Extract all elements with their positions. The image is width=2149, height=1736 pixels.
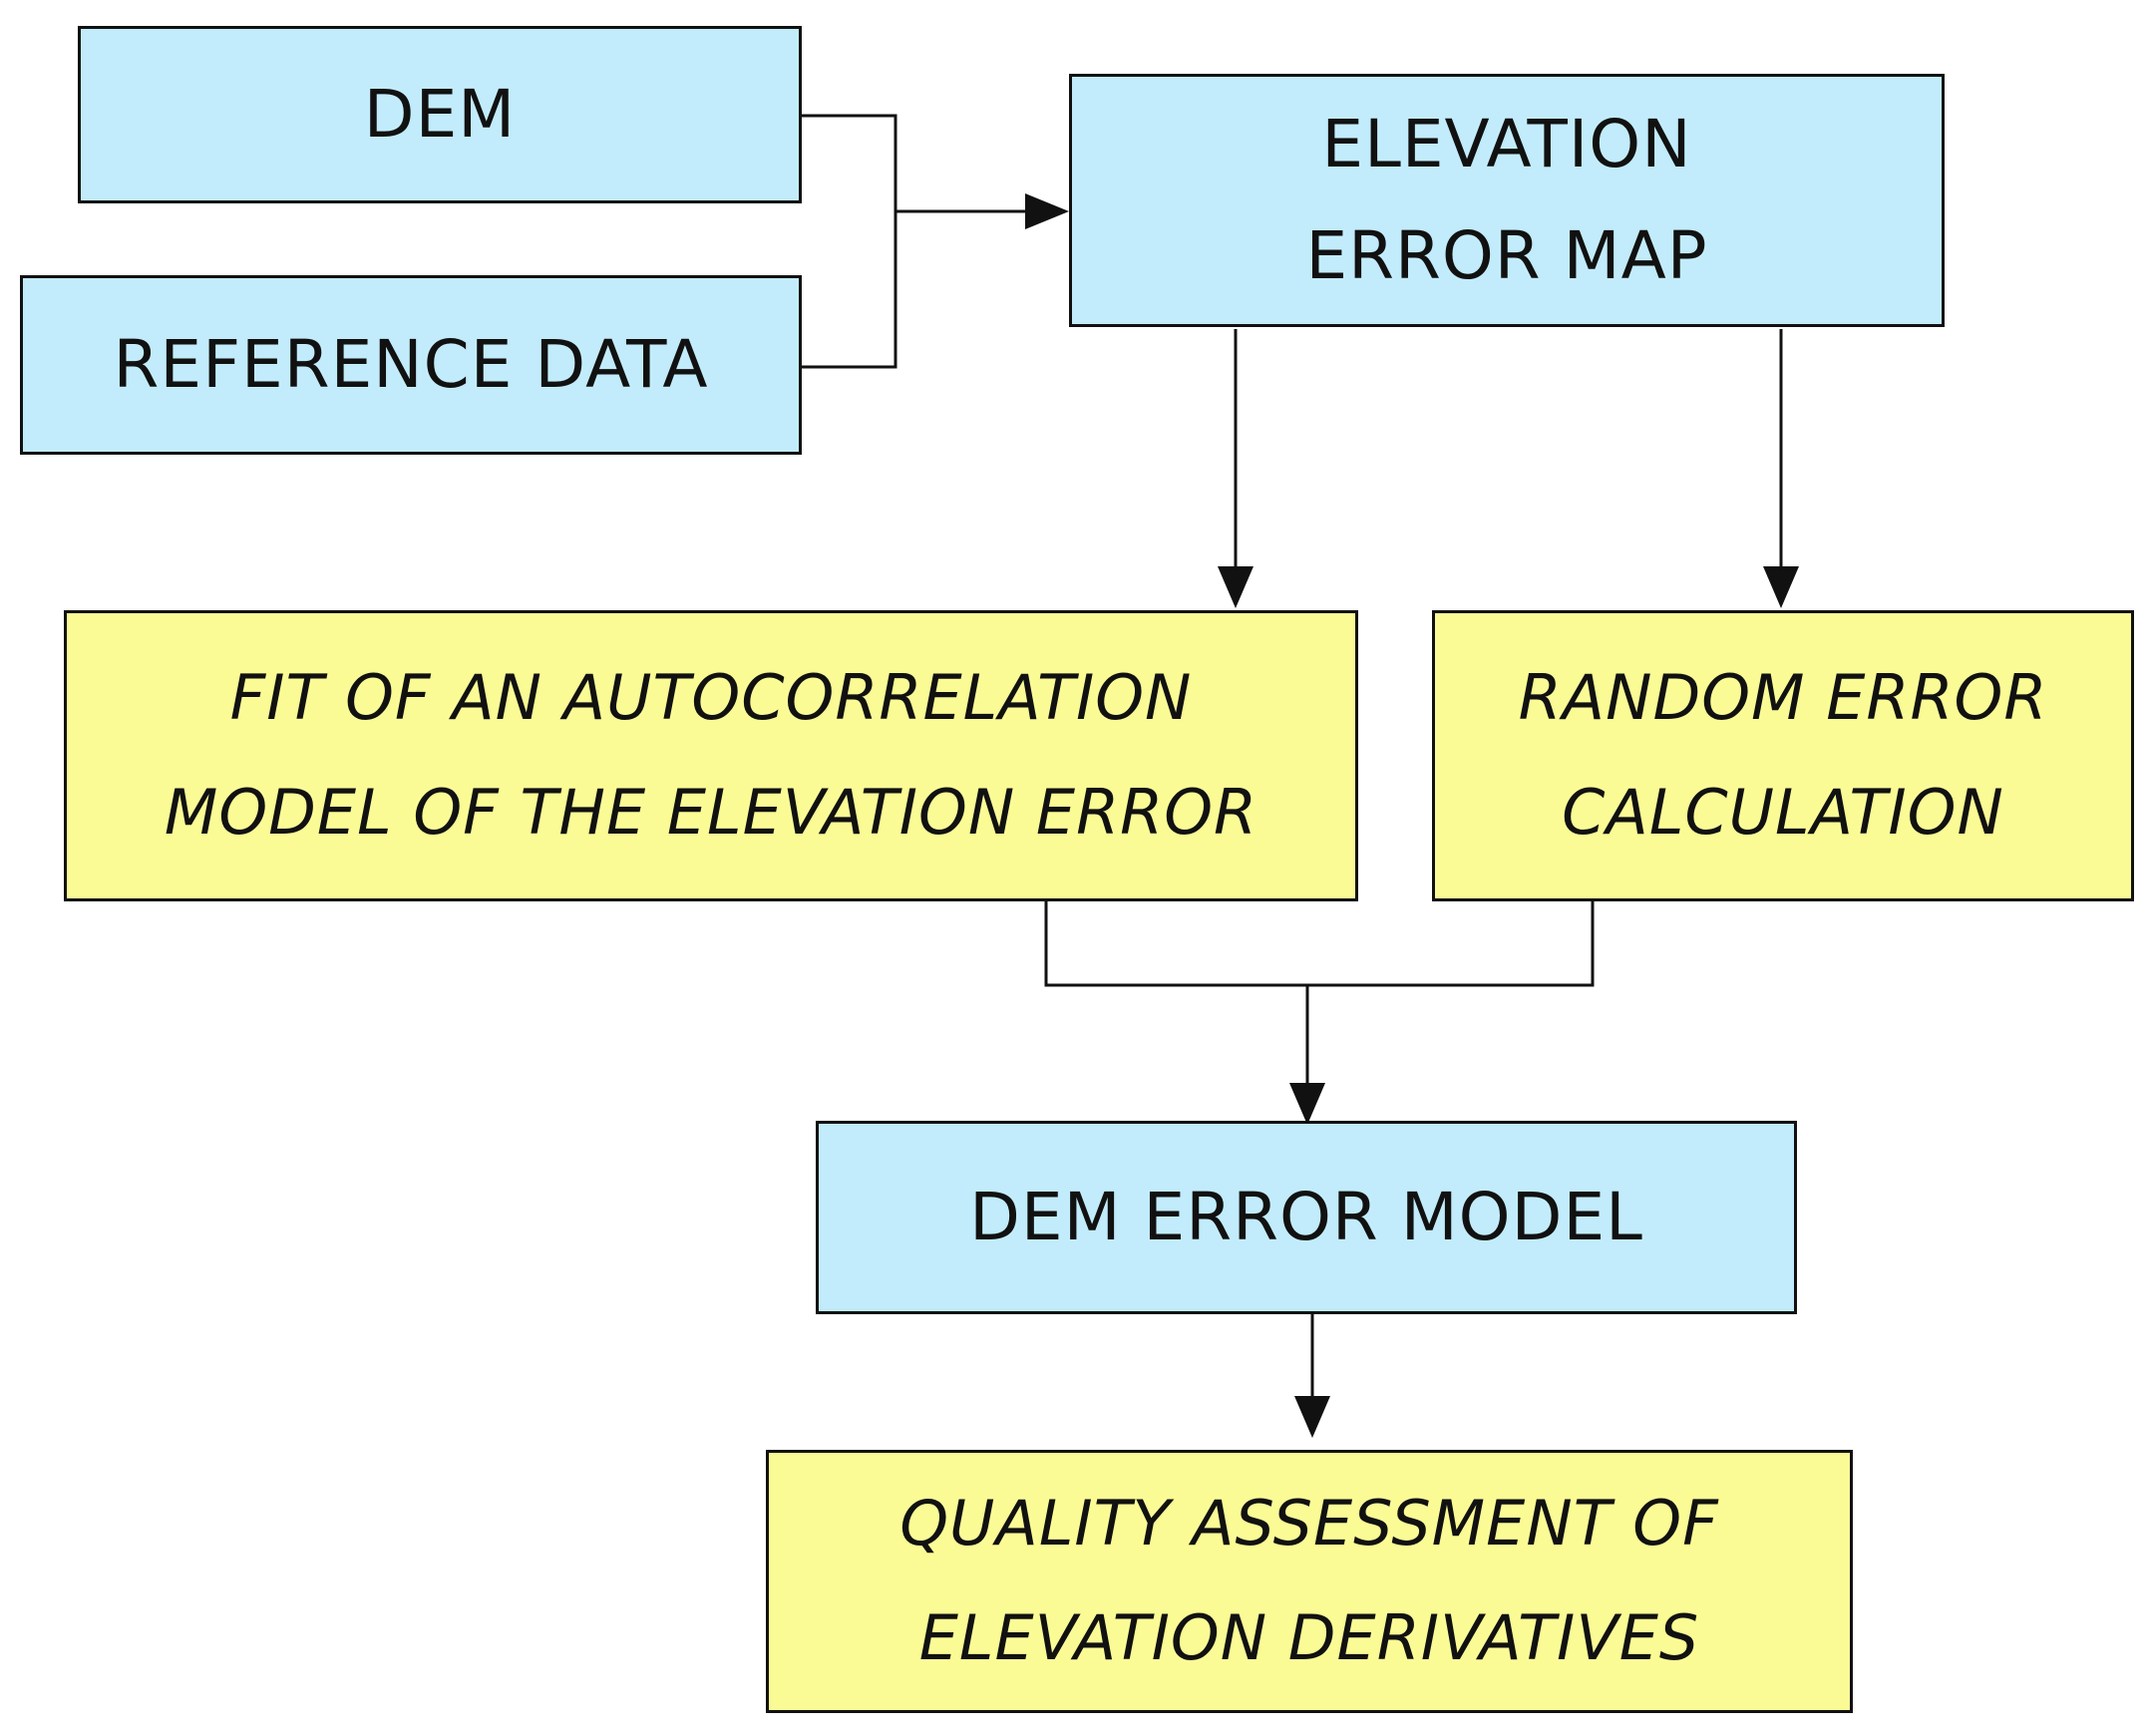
connector-autocorrelation-to-merge — [1044, 895, 1307, 987]
node-random-error-line-1: RANDOM ERROR — [1518, 661, 2048, 735]
node-elevation-error-map-line-1: ELEVATION — [1321, 105, 1692, 182]
node-dem: DEM — [78, 26, 802, 203]
node-reference-data-label: REFERENCE DATA — [113, 325, 709, 403]
node-autocorrelation-fit-line-1: FIT OF AN AUTOCORRELATION — [229, 661, 1193, 735]
arrowhead-autocorrelation — [1218, 566, 1254, 608]
arrowhead-error-map — [1025, 193, 1069, 229]
node-dem-label: DEM — [363, 75, 517, 153]
node-dem-error-model-label: DEM ERROR MODEL — [969, 1178, 1643, 1255]
connector-dem-to-merge — [802, 114, 897, 211]
arrowhead-random-error — [1763, 566, 1799, 608]
node-quality-assessment: QUALITY ASSESSMENT OF ELEVATION DERIVATI… — [766, 1450, 1853, 1713]
node-dem-error-model: DEM ERROR MODEL — [816, 1121, 1797, 1314]
node-autocorrelation-fit: FIT OF AN AUTOCORRELATION MODEL OF THE E… — [64, 610, 1358, 901]
arrowhead-quality-assessment — [1294, 1396, 1330, 1438]
arrowhead-dem-error-model — [1289, 1083, 1325, 1125]
node-elevation-error-map-line-2: ERROR MAP — [1305, 217, 1708, 294]
node-quality-assessment-line-1: QUALITY ASSESSMENT OF — [899, 1487, 1719, 1561]
connector-random-error-to-merge — [1307, 901, 1595, 987]
node-reference-data: REFERENCE DATA — [20, 275, 802, 455]
node-quality-assessment-line-2: ELEVATION DERIVATIVES — [918, 1601, 1700, 1674]
node-elevation-error-map: ELEVATION ERROR MAP — [1069, 74, 1945, 327]
node-random-error-line-2: CALCULATION — [1562, 776, 2004, 849]
connector-reference-to-merge — [802, 211, 897, 369]
node-autocorrelation-fit-line-2: MODEL OF THE ELEVATION ERROR — [164, 776, 1258, 849]
node-random-error: RANDOM ERROR CALCULATION — [1432, 610, 2134, 901]
